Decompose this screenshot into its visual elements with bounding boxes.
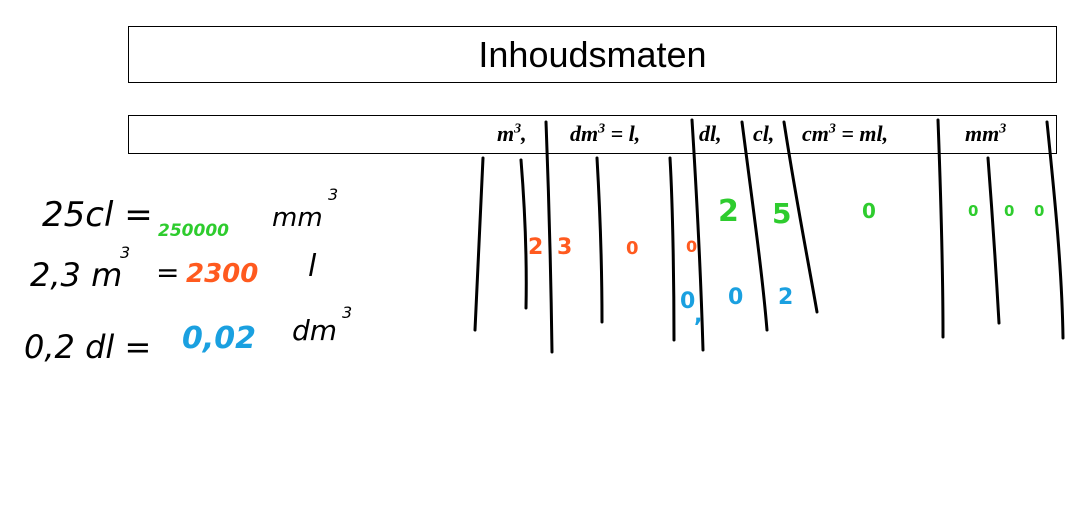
exercise-1-answer: 250000	[158, 221, 229, 241]
exercise-1: 25cl = 250000 mm 3	[42, 185, 338, 241]
unit-cm3: cm3 = ml,	[802, 121, 889, 146]
divider-line	[936, 118, 945, 339]
exercise-2-given: 2,3 m	[30, 256, 122, 294]
exercise-3-unit: dm	[292, 314, 337, 347]
blue-digits: 0 , 0 2	[680, 285, 793, 328]
exercise-1-unit-exp: 3	[328, 185, 338, 204]
divider-line	[595, 156, 604, 324]
divider-line	[668, 156, 676, 342]
divider-line	[986, 156, 1001, 325]
orange-digits: 2 3 0 0	[528, 235, 697, 260]
table-digit: 3	[557, 235, 572, 260]
unit-dm3: dm3 = l,	[570, 121, 641, 146]
unit-m3: m3,	[497, 121, 527, 146]
unit-mm3: mm3	[965, 121, 1007, 146]
units-header: m3, dm3 = l, dl, cl, cm3 = ml, mm3	[128, 115, 1057, 154]
divider-line	[473, 156, 485, 332]
exercise-2: 2,3 m 3 = 2300 l	[30, 243, 317, 294]
divider-line	[544, 120, 554, 354]
table-digit: 2	[528, 235, 543, 260]
table-digit: 2	[718, 194, 739, 229]
exercise-2-given-exp: 3	[120, 243, 130, 262]
page-title: Inhoudsmaten	[478, 33, 707, 75]
table-digit: 0	[1034, 202, 1044, 220]
table-digit: 0	[686, 237, 697, 256]
divider-line	[519, 158, 528, 310]
table-digit: 0	[680, 289, 695, 314]
exercise-1-unit: mm	[272, 203, 323, 233]
table-digit: 0	[968, 202, 978, 220]
exercise-1-given: 25cl =	[42, 195, 153, 235]
table-digit: 0	[626, 238, 639, 259]
unit-dl: dl,	[699, 121, 722, 146]
title-box: Inhoudsmaten	[128, 26, 1057, 83]
divider-line	[690, 118, 705, 352]
table-digit: 0	[728, 285, 743, 310]
table-digit: 0	[862, 199, 876, 223]
table-digit: 5	[772, 197, 791, 230]
divider-line	[782, 120, 819, 314]
table-digit: 2	[778, 285, 793, 310]
unit-cl: cl,	[753, 121, 775, 146]
divider-line	[740, 120, 769, 332]
exercise-2-equals: =	[156, 256, 179, 289]
table-digit: 0	[1004, 202, 1014, 220]
exercise-3-answer: 0,02	[182, 321, 256, 356]
exercise-2-answer: 2300	[186, 259, 258, 289]
table-digit: ,	[694, 303, 702, 328]
exercise-3-unit-exp: 3	[342, 303, 352, 322]
green-digits: 2 5 0 0 0 0	[718, 194, 1044, 230]
divider-line	[1045, 120, 1065, 340]
exercise-3-given: 0,2 dl =	[24, 328, 151, 366]
exercise-2-unit: l	[308, 249, 317, 284]
column-dividers	[473, 118, 1065, 354]
exercise-3: 0,2 dl = 0,02 dm 3	[24, 303, 352, 366]
